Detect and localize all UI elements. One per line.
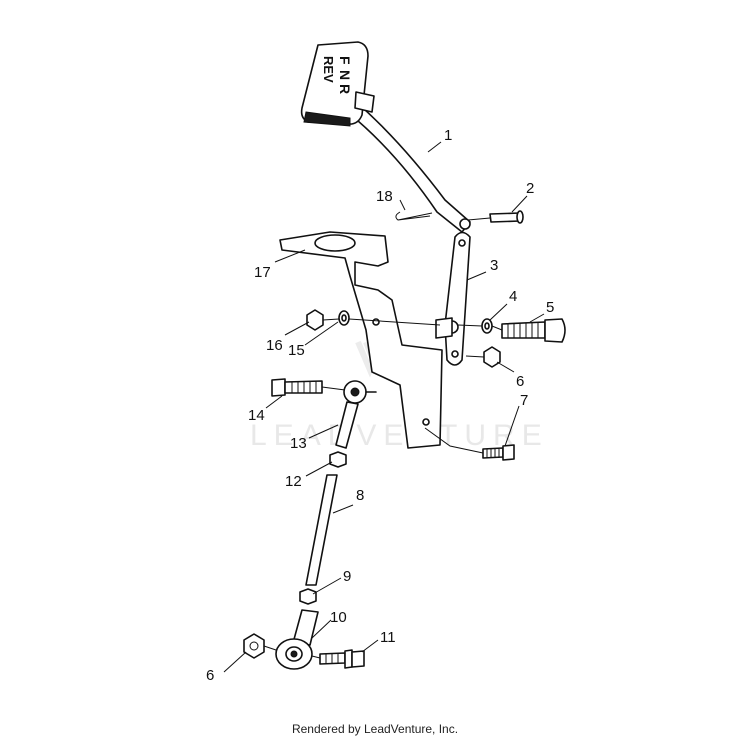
callout-leaders <box>223 141 545 673</box>
handle-letter-f: F <box>337 56 353 65</box>
callout-8: 8 <box>356 487 364 504</box>
callout-7: 7 <box>520 392 528 409</box>
shift-lever: F N R REV <box>300 41 471 233</box>
mounting-bracket <box>279 231 443 449</box>
clevis-pin <box>489 210 524 224</box>
handle-letter-n: N <box>337 70 353 80</box>
callout-11: 11 <box>380 629 396 646</box>
flange-bolt <box>319 649 365 669</box>
callout-16: 16 <box>266 337 283 354</box>
callout-13: 13 <box>290 435 307 452</box>
watermark-text: LEADVENTURE <box>250 419 549 452</box>
assembly-lines <box>263 217 503 659</box>
callout-5: 5 <box>546 299 554 316</box>
callout-6-upper: 6 <box>516 373 524 390</box>
bolt-7 <box>482 444 515 461</box>
callout-3: 3 <box>490 257 498 274</box>
callout-1: 1 <box>444 127 452 144</box>
credit-text: Rendered by LeadVenture, Inc. <box>291 722 459 736</box>
handle-lettering: F N R REV <box>321 56 353 94</box>
callout-2: 2 <box>526 180 534 197</box>
callout-6-lower: 6 <box>206 667 214 684</box>
link-arm <box>435 231 471 366</box>
jam-nut-12 <box>329 451 347 468</box>
callout-18: 18 <box>376 188 393 205</box>
washer-4 <box>481 318 493 334</box>
callout-4: 4 <box>509 288 517 305</box>
nut-upper <box>483 346 501 368</box>
callout-10: 10 <box>330 609 347 626</box>
rod-end-upper <box>335 380 377 449</box>
nut-16 <box>306 309 324 331</box>
callout-numbers: 1 2 3 4 5 6 6 7 8 9 10 11 12 13 14 15 16… <box>206 127 554 684</box>
threaded-rod <box>305 474 338 586</box>
callout-9: 9 <box>343 568 351 585</box>
jam-nut-9 <box>299 588 317 605</box>
watermark: LEADVENTURE <box>250 340 549 452</box>
handle-letters-rev: REV <box>321 56 336 83</box>
nut-lower <box>243 633 265 659</box>
rod-end-lower <box>275 609 319 670</box>
callout-15: 15 <box>288 342 305 359</box>
handle-letter-r: R <box>337 84 353 94</box>
bolt-14 <box>271 378 323 397</box>
callout-12: 12 <box>285 473 302 490</box>
callout-14: 14 <box>248 407 265 424</box>
washer-15 <box>338 310 350 326</box>
callout-17: 17 <box>254 264 271 281</box>
cotter-pin <box>395 211 433 221</box>
cap-screw <box>501 318 566 343</box>
